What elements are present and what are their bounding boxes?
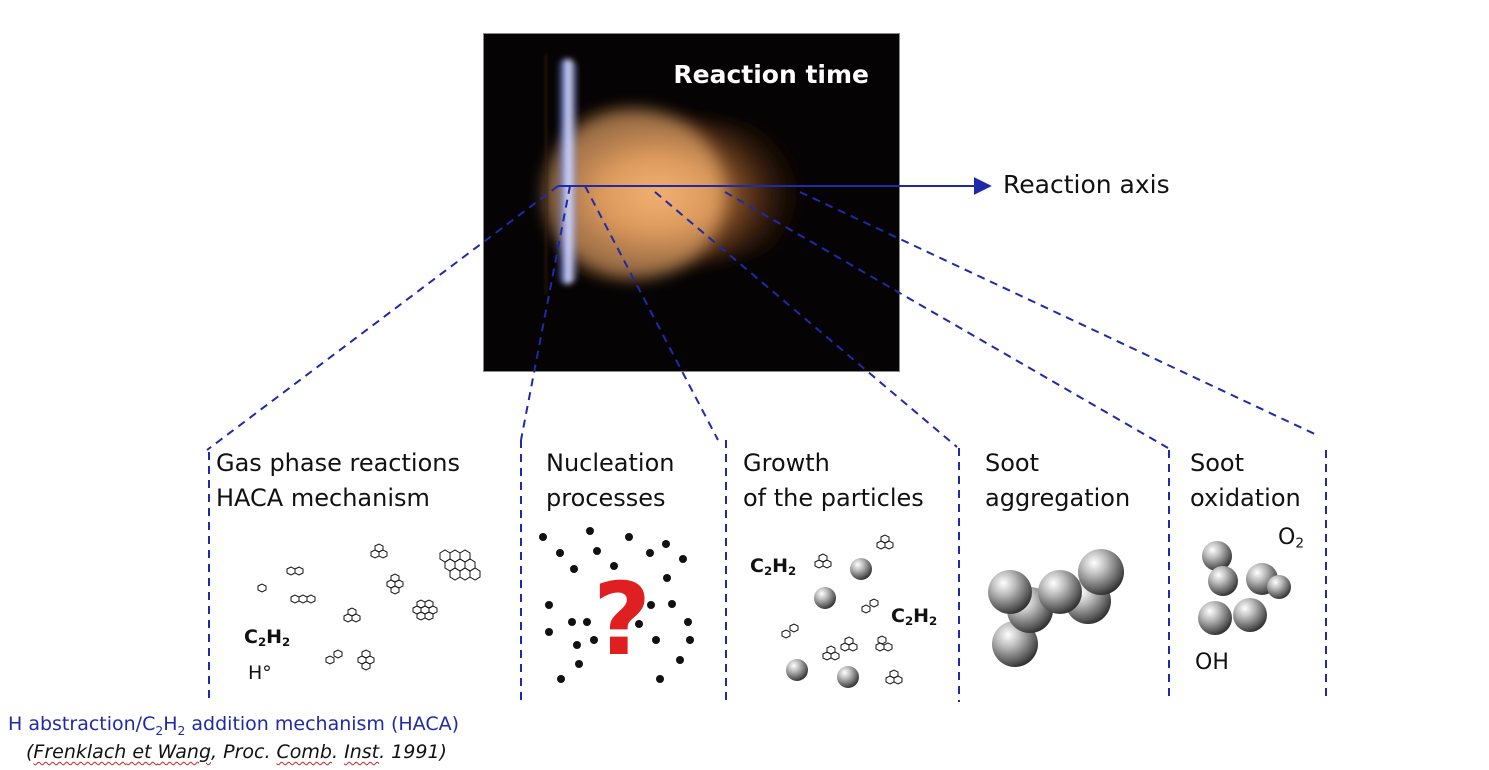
stage-gas-phase-title: Gas phase reactions HACA mechanism	[216, 446, 460, 516]
c2h2-label-growth-1: C2H2	[750, 555, 797, 578]
projection-lines	[206, 185, 1320, 451]
citation: (Frenklach et Wang, Proc. Comb. Inst. 19…	[26, 741, 447, 763]
soot-aggregate	[988, 549, 1124, 667]
reaction-axis-label: Reaction axis	[1003, 170, 1170, 199]
c2h2-label-growth-2: C2H2	[891, 605, 938, 628]
oh-label: OH	[1195, 650, 1229, 675]
stage-title-line1: Soot	[1190, 449, 1245, 477]
oxidized-aggregate	[1198, 541, 1291, 635]
stage-title-line1: Growth	[743, 449, 830, 477]
stage-title-line2: of the particles	[743, 484, 924, 512]
large-pah	[439, 549, 481, 581]
flame-image	[484, 34, 899, 371]
h-radical-label: H°	[248, 662, 272, 684]
flame-photo: Reaction time	[483, 33, 900, 372]
o2-label: O2	[1278, 525, 1304, 552]
stage-oxidation-title: Soot oxidation	[1190, 446, 1301, 516]
stage-title-line2: aggregation	[985, 484, 1131, 512]
nucleation-dots	[539, 527, 694, 683]
growth-particles	[786, 558, 872, 688]
photo-title: Reaction time	[673, 60, 869, 89]
stage-title-line2: HACA mechanism	[216, 484, 430, 512]
stage-dividers	[208, 440, 1327, 702]
stage-nucleation-title: Nucleation processes	[546, 446, 674, 516]
stage-title-line1: Gas phase reactions	[216, 449, 460, 477]
question-mark: ?	[593, 561, 652, 678]
stage-title-line2: processes	[546, 484, 666, 512]
c2h2-label-gas: C2H2	[244, 626, 291, 649]
stage-aggregation-title: Soot aggregation	[985, 446, 1130, 516]
growth-pah	[781, 534, 903, 685]
stage-title-line2: oxidation	[1190, 484, 1301, 512]
stage-growth-title: Growth of the particles	[743, 446, 924, 516]
haca-reference: H abstraction/C2H2 addition mechanism (H…	[8, 713, 460, 738]
pah-molecules	[257, 543, 438, 671]
stage-title-line1: Nucleation	[546, 449, 675, 477]
stage-title-line1: Soot	[985, 449, 1040, 477]
